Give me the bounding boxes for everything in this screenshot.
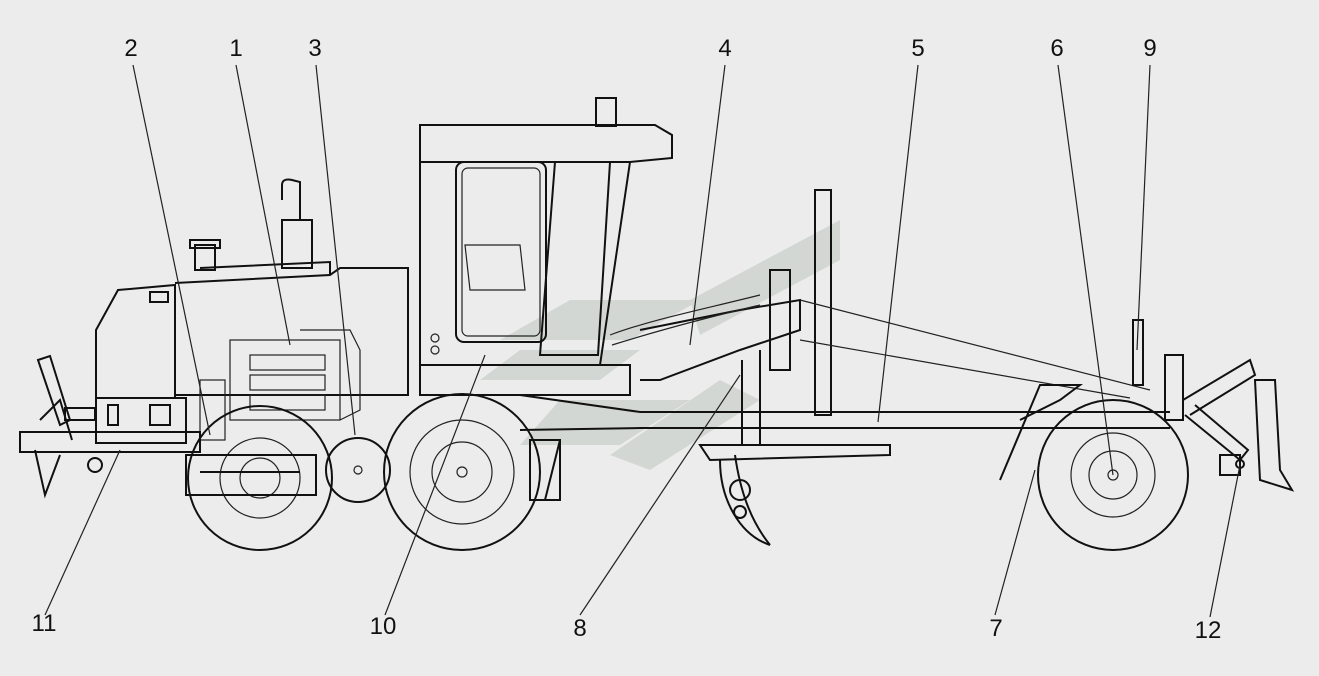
callout-3: 3 <box>308 35 321 62</box>
rear-wheel-2 <box>383 393 541 551</box>
leader-7 <box>994 469 1036 616</box>
callout-7: 7 <box>989 615 1002 642</box>
rear-ripper <box>19 354 201 499</box>
rear-tandem-drum <box>325 437 391 503</box>
leader-5 <box>877 64 919 423</box>
leader-11 <box>44 449 121 616</box>
leader-10 <box>384 354 486 616</box>
moldboard-blade <box>698 350 891 546</box>
callout-10: 10 <box>370 613 397 640</box>
rear-wheel-1 <box>187 405 333 551</box>
leader-2 <box>132 64 211 436</box>
callout-11: 11 <box>32 610 57 637</box>
operator-cab <box>419 97 673 396</box>
callout-5: 5 <box>911 35 924 62</box>
callout-labels: 1 2 3 4 5 6 7 8 9 10 11 12 <box>32 35 1222 644</box>
leader-lines <box>44 64 1241 618</box>
leader-12 <box>1209 464 1241 618</box>
drive-shaft <box>185 439 561 501</box>
leader-3 <box>315 64 356 436</box>
callout-6: 6 <box>1050 35 1063 62</box>
leader-4 <box>689 64 726 346</box>
main-frame <box>519 394 1170 431</box>
callout-9: 9 <box>1143 35 1156 62</box>
callout-2: 2 <box>124 35 137 62</box>
callout-8: 8 <box>573 615 586 642</box>
engine-block <box>199 329 361 441</box>
leader-1 <box>235 64 291 346</box>
front-arch <box>609 189 1151 416</box>
watermark-logo <box>480 220 840 470</box>
front-push-blade <box>1132 319 1295 492</box>
engine-hood <box>95 178 409 399</box>
callout-4: 4 <box>718 35 731 62</box>
front-wheel <box>999 384 1189 551</box>
leader-8 <box>579 374 741 616</box>
callout-1: 1 <box>229 35 242 62</box>
leader-6 <box>1057 64 1114 476</box>
callout-12: 12 <box>1195 617 1222 644</box>
leader-9 <box>1136 64 1151 351</box>
